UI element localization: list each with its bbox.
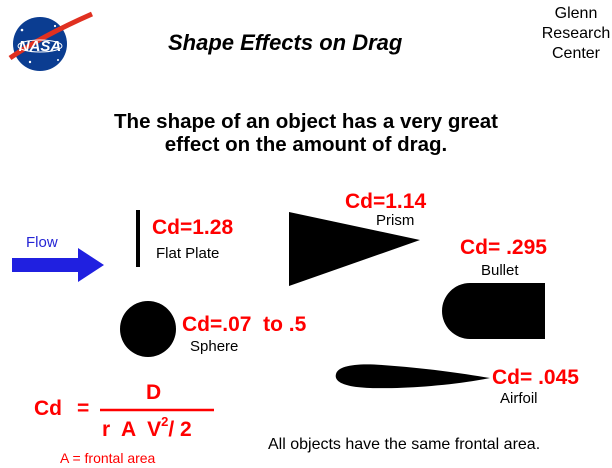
airfoil-shape (335, 364, 490, 389)
prism-label: Prism (376, 212, 415, 229)
bullet-shape (442, 283, 545, 339)
prism-cd: Cd=1.14 (345, 190, 427, 213)
nasa-logo: NASA (8, 11, 94, 71)
flow-arrow (12, 248, 104, 282)
airfoil-label: Airfoil (500, 390, 538, 407)
flat-plate-label: Flat Plate (156, 245, 220, 262)
center-name: Glenn Research Center (536, 4, 612, 64)
headline-line: The shape of an object has a very great (114, 110, 498, 133)
center-line: Glenn (554, 5, 598, 22)
formula-denominator-base: r A V (102, 418, 162, 441)
bullet-cd: Cd= .295 (460, 236, 547, 259)
formula-denominator: r A V2/ 2 (102, 414, 192, 442)
airfoil-cd: Cd= .045 (492, 366, 579, 389)
nasa-logo-text: NASA (19, 38, 62, 55)
flat-plate-cd: Cd=1.28 (152, 216, 234, 239)
sphere-label: Sphere (190, 338, 239, 355)
footer-note: All objects have the same frontal area. (268, 436, 541, 453)
headline: The shape of an object has a very great … (0, 110, 612, 156)
headline-line: effect on the amount of drag. (164, 133, 448, 156)
formula-equals: = (77, 397, 90, 420)
formula-lhs: Cd (34, 397, 62, 420)
flow-label: Flow (26, 234, 58, 251)
center-line: Research (541, 25, 611, 42)
flat-plate-shape (136, 210, 140, 267)
formula-note: A = frontal area (60, 450, 156, 466)
formula-exponent: 2 (161, 414, 169, 429)
sphere-shape (120, 301, 176, 357)
center-line: Center (551, 45, 601, 62)
page-title: Shape Effects on Drag (168, 30, 403, 55)
formula-numerator: D (146, 381, 162, 404)
formula-denominator-tail: / 2 (168, 418, 192, 441)
bullet-label: Bullet (481, 262, 519, 279)
prism-shape (289, 212, 420, 286)
sphere-cd: Cd=.07 to .5 (182, 313, 307, 336)
